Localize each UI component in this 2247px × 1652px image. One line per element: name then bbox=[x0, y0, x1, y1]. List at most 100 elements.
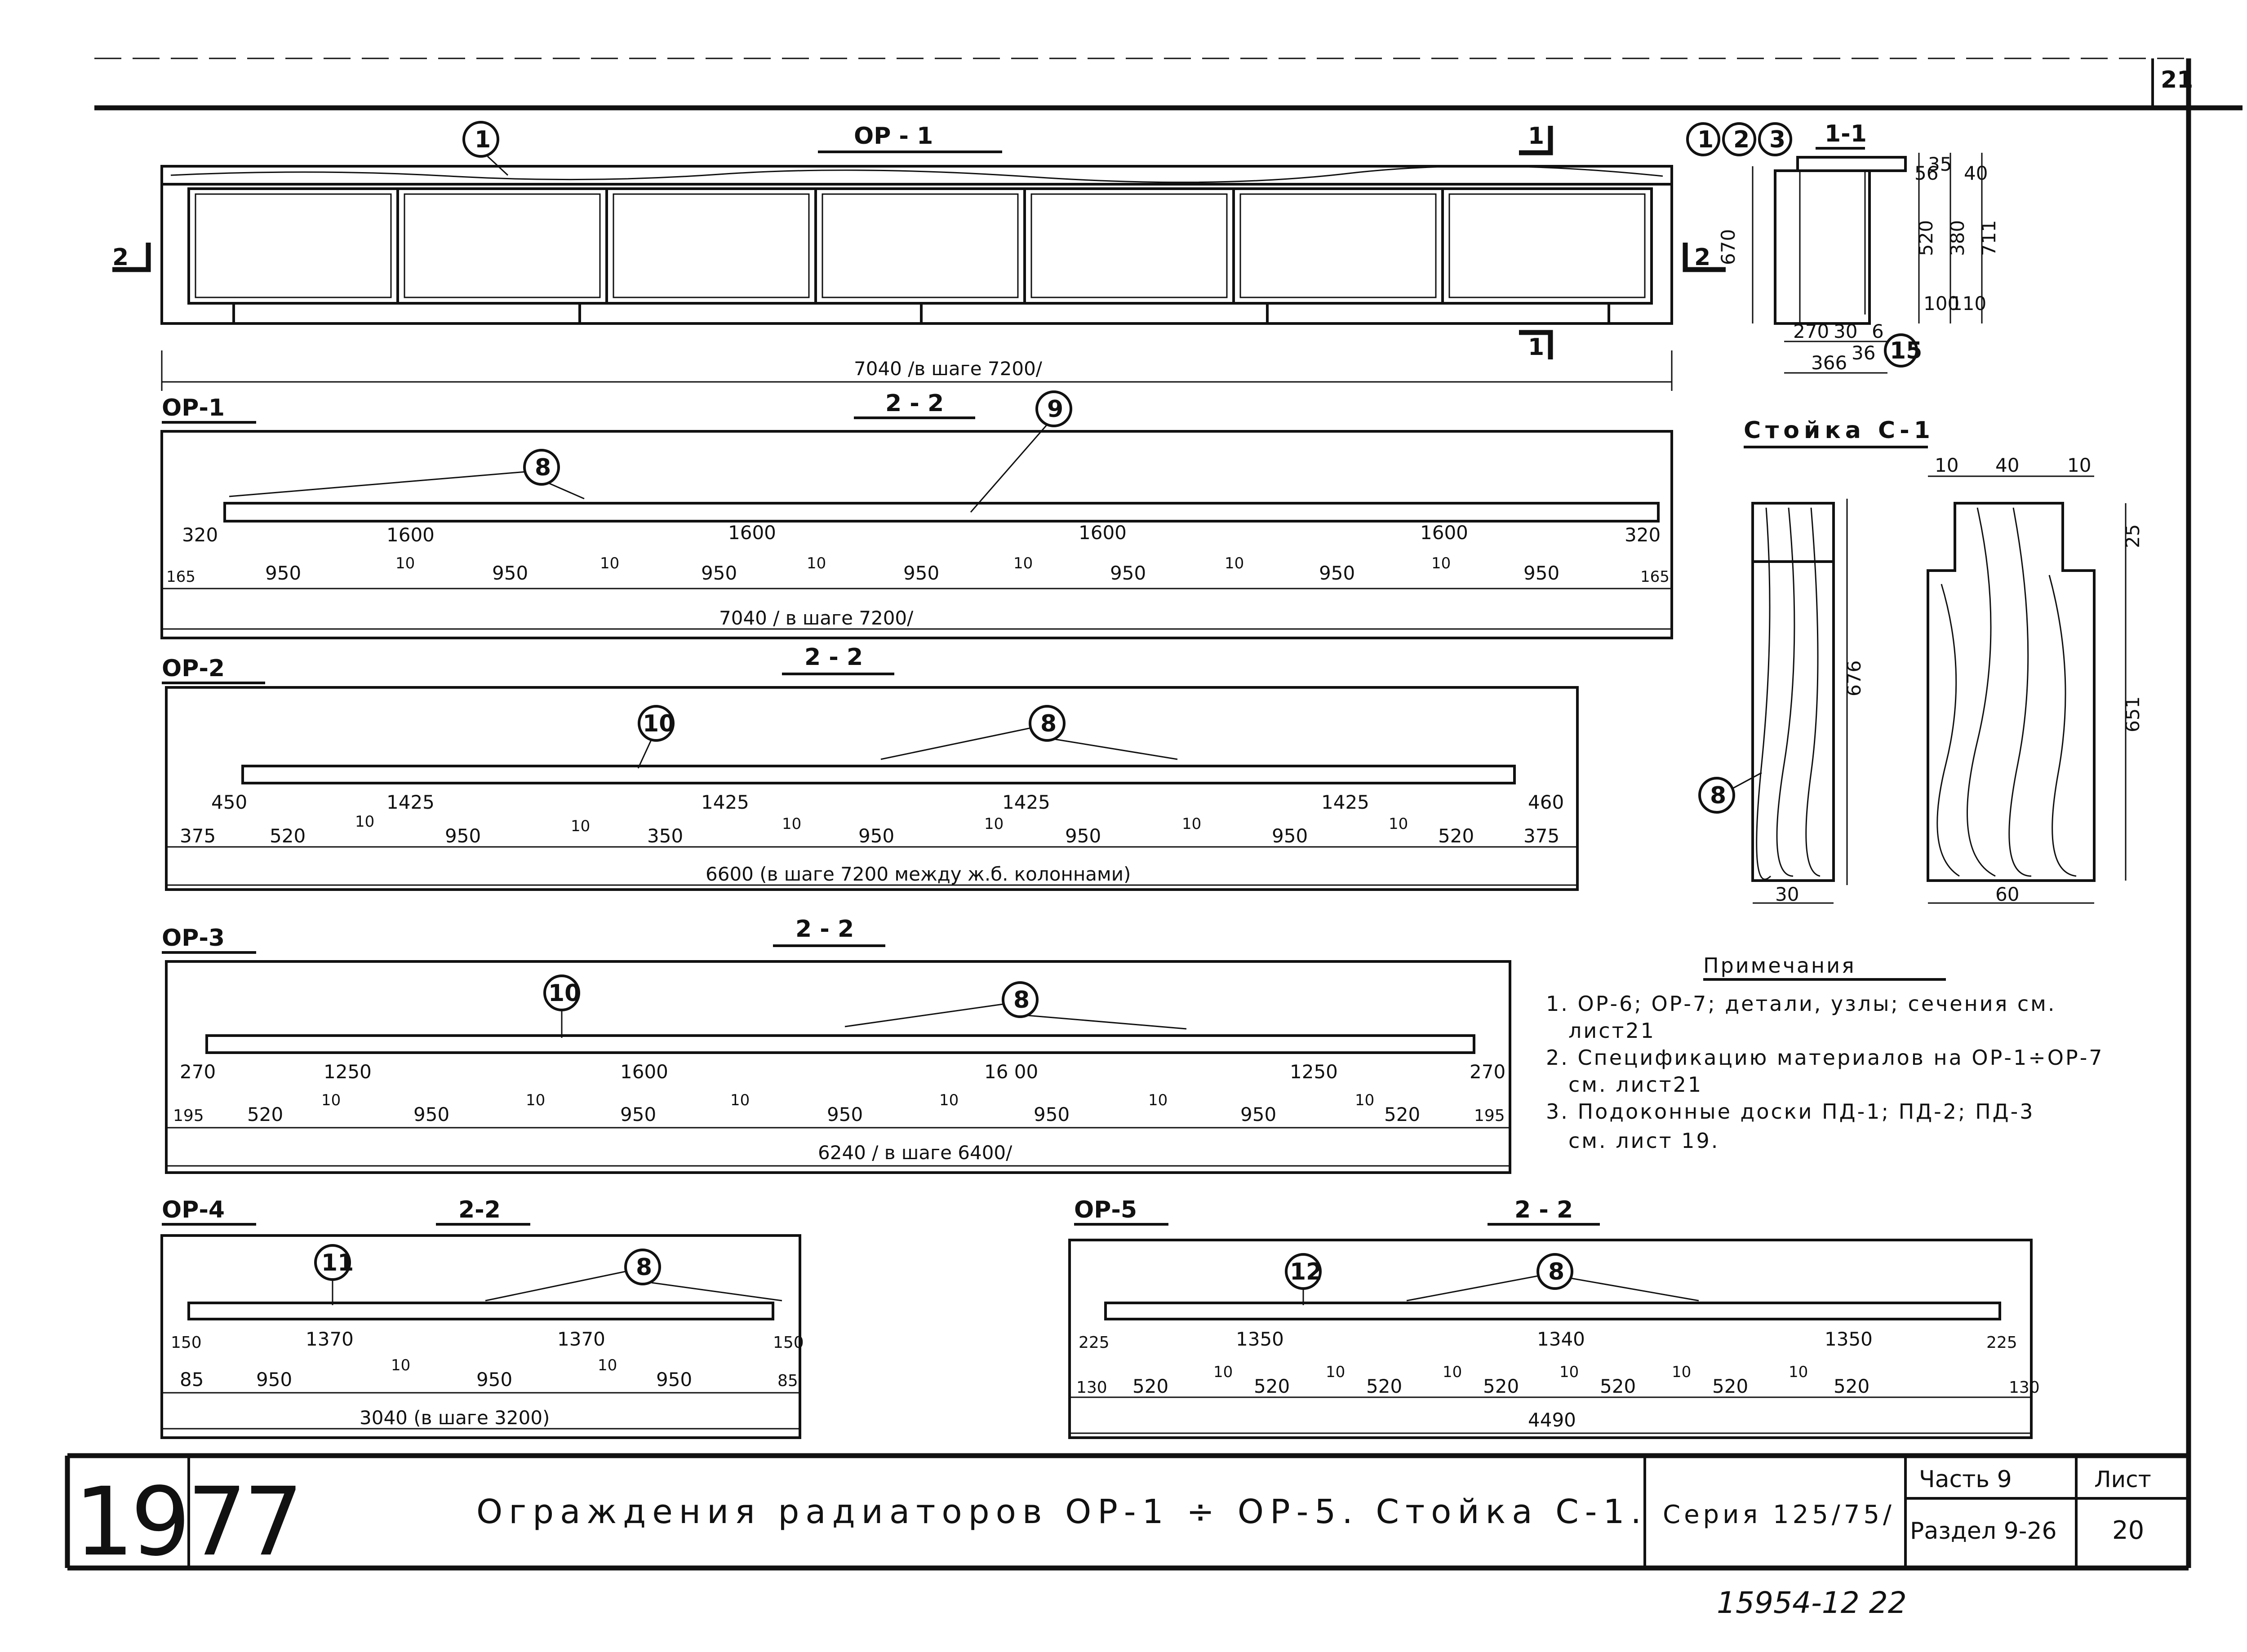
svg-text:460: 460 bbox=[1528, 791, 1564, 813]
stoyka-grain bbox=[1756, 507, 1821, 880]
section-arrow-right bbox=[1683, 243, 1726, 272]
op3-section-title: 2 - 2 bbox=[795, 916, 854, 943]
elevation-panels bbox=[187, 187, 1653, 305]
svg-text:1600: 1600 bbox=[728, 522, 776, 544]
svg-text:950: 950 bbox=[445, 825, 481, 847]
dim-100: 100 bbox=[1923, 292, 1959, 314]
dim-380: 380 bbox=[1946, 220, 1968, 256]
stoyka-dim-40: 40 bbox=[1995, 454, 2019, 476]
op2-total: 6600 (в шаге 7200 между ж.б. колоннами) bbox=[706, 863, 1131, 885]
svg-text:10: 10 bbox=[730, 1091, 750, 1109]
svg-text:85: 85 bbox=[777, 1372, 798, 1390]
title-text: Ограждения радиаторов ОР-1 ÷ ОР-5. Стойк… bbox=[476, 1493, 1648, 1531]
section-mark-right: 2 bbox=[1694, 244, 1710, 271]
stoyka-title: Стойка С-1 bbox=[1744, 417, 1935, 444]
op3-callout-10: 10 bbox=[548, 980, 581, 1007]
svg-text:320: 320 bbox=[182, 524, 218, 546]
svg-text:10: 10 bbox=[1213, 1363, 1233, 1381]
cut-arrow-bottom bbox=[1519, 330, 1553, 359]
svg-text:225: 225 bbox=[1079, 1333, 1110, 1352]
op3-plan-frame bbox=[165, 960, 1511, 1174]
svg-text:320: 320 bbox=[1625, 524, 1661, 546]
stoyka-front-height: 676 bbox=[1843, 660, 1865, 696]
stoyka-front-width: 30 bbox=[1775, 883, 1799, 905]
svg-text:1425: 1425 bbox=[1321, 791, 1369, 813]
op1-plan-board bbox=[223, 502, 1660, 523]
svg-text:10: 10 bbox=[807, 554, 826, 572]
op5-total: 4490 bbox=[1528, 1409, 1576, 1431]
op3-total: 6240 / в шаге 6400/ bbox=[818, 1142, 1012, 1164]
section-1-1: 1-1 1 2 3 15 670 35 40 520 380 711 100 1… bbox=[1686, 120, 2000, 374]
svg-text:1250: 1250 bbox=[324, 1061, 372, 1083]
svg-text:10: 10 bbox=[1225, 554, 1244, 572]
svg-text:16 00: 16 00 bbox=[984, 1061, 1038, 1083]
stoyka-c1: Стойка С-1 676 30 8 10 40 10 25 651 60 bbox=[1698, 417, 2144, 905]
svg-text:1600: 1600 bbox=[1420, 522, 1468, 544]
op5-bottom-dims: 130 520 10 520 10 520 10 520 10 520 10 5… bbox=[1076, 1363, 2040, 1397]
svg-text:10: 10 bbox=[1182, 815, 1201, 833]
op4-label: ОР-4 bbox=[162, 1196, 225, 1223]
title-sheet-label: Лист bbox=[2094, 1466, 2151, 1493]
svg-text:10: 10 bbox=[571, 817, 590, 835]
svg-text:1425: 1425 bbox=[701, 791, 749, 813]
op4-plan-board bbox=[187, 1302, 774, 1320]
op2-bottom-dims: 375 520 10 950 10 350 10 950 10 950 10 9… bbox=[180, 813, 1559, 847]
svg-text:10: 10 bbox=[984, 815, 1004, 833]
op4-plan: ОР-4 2-2 11 8 150 1370 1370 150 85 950 1… bbox=[160, 1196, 804, 1439]
op1-label: ОР-1 bbox=[162, 394, 225, 421]
op1-bottom-dims: 165 950 10 950 10 950 10 950 10 950 10 9… bbox=[166, 554, 1670, 586]
svg-text:950: 950 bbox=[1319, 562, 1355, 584]
op3-plan-board bbox=[205, 1034, 1475, 1054]
svg-text:10: 10 bbox=[1672, 1363, 1691, 1381]
note-1: 1. ОР-6; ОР-7; детали, узлы; сечения см. bbox=[1546, 992, 2056, 1016]
svg-text:1425: 1425 bbox=[386, 791, 435, 813]
op2-section-title: 2 - 2 bbox=[804, 644, 863, 671]
note-3-cont: см. лист 19. bbox=[1568, 1129, 1719, 1153]
svg-text:950: 950 bbox=[265, 562, 301, 584]
svg-text:1600: 1600 bbox=[386, 524, 435, 546]
dim-30: 30 bbox=[1834, 320, 1857, 342]
svg-text:520: 520 bbox=[1712, 1375, 1748, 1397]
svg-text:225: 225 bbox=[1986, 1333, 2017, 1352]
svg-text:1350: 1350 bbox=[1825, 1328, 1873, 1350]
svg-text:10: 10 bbox=[395, 554, 415, 572]
stoyka-side-grain bbox=[1936, 507, 2077, 877]
svg-text:10: 10 bbox=[1789, 1363, 1808, 1381]
svg-text:10: 10 bbox=[355, 813, 374, 831]
op5-spans: 225 1350 1340 1350 225 bbox=[1079, 1328, 2017, 1352]
svg-text:520: 520 bbox=[270, 825, 306, 847]
op4-total: 3040 (в шаге 3200) bbox=[360, 1407, 550, 1429]
svg-text:1350: 1350 bbox=[1236, 1328, 1284, 1350]
svg-text:1370: 1370 bbox=[306, 1328, 354, 1350]
svg-text:10: 10 bbox=[600, 554, 619, 572]
op1-section-title: 2 - 2 bbox=[885, 390, 944, 417]
section-arrow-left bbox=[112, 243, 151, 272]
op1-spans: 320 1600 1600 1600 1600 320 bbox=[182, 522, 1661, 546]
stoyka-front bbox=[1751, 502, 1835, 882]
dim-110: 110 bbox=[1950, 292, 1986, 314]
op3-plan: ОР-3 2 - 2 10 8 270 1250 1600 16 00 1250… bbox=[162, 916, 1511, 1174]
svg-text:195: 195 bbox=[173, 1107, 204, 1125]
svg-text:950: 950 bbox=[858, 825, 894, 847]
svg-text:950: 950 bbox=[1110, 562, 1146, 584]
svg-text:950: 950 bbox=[701, 562, 737, 584]
stoyka-dim-10a: 10 bbox=[1935, 454, 1958, 476]
svg-text:950: 950 bbox=[476, 1369, 512, 1391]
svg-text:520: 520 bbox=[1254, 1375, 1290, 1397]
note-2-cont: см. лист21 bbox=[1568, 1072, 1703, 1097]
op4-section-title: 2-2 bbox=[458, 1196, 501, 1223]
svg-text:10: 10 bbox=[1559, 1363, 1579, 1381]
title-block: 1977 Ограждения радиаторов ОР-1 ÷ ОР-5. … bbox=[65, 1442, 2191, 1577]
sheet-number-top: 21 bbox=[2161, 66, 2193, 93]
cut-mark-bottom: 1 bbox=[1528, 334, 1544, 361]
svg-text:375: 375 bbox=[180, 825, 216, 847]
note-1-cont: лист21 bbox=[1568, 1019, 1656, 1043]
callout-3: 3 bbox=[1769, 126, 1785, 153]
svg-text:270: 270 bbox=[1470, 1061, 1505, 1083]
op2-plan-frame bbox=[165, 686, 1579, 891]
svg-text:520: 520 bbox=[1384, 1103, 1420, 1125]
svg-text:150: 150 bbox=[773, 1333, 804, 1352]
svg-text:10: 10 bbox=[782, 815, 801, 833]
